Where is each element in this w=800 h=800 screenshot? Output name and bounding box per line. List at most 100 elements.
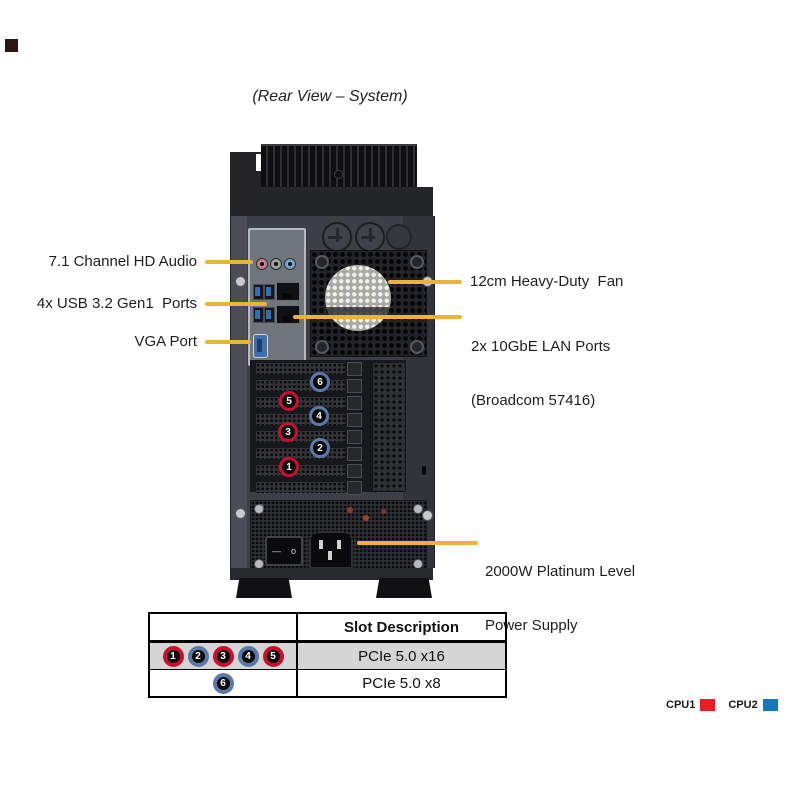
label-lan-line1: 2x 10GbE LAN Ports: [471, 338, 611, 355]
screw-hole-icon: [386, 224, 412, 250]
usb-port-icon: [253, 284, 264, 300]
power-switch[interactable]: — o: [265, 536, 303, 566]
side-vent-strip: [372, 362, 406, 492]
table-description-x16: PCIe 5.0 x16: [358, 647, 445, 665]
lan-port-icon: [276, 282, 300, 301]
slot-latch-icon: [347, 447, 362, 461]
slot-cover-icon: [256, 363, 345, 374]
label-lan-line2: (Broadcom 57416): [471, 392, 596, 409]
label-psu-line2: Power Supply: [485, 617, 578, 634]
slot-marker-3: 3: [278, 422, 298, 442]
usb-port-icon: [264, 284, 275, 300]
label-fan: 12cm Heavy-Duty Fan: [470, 273, 624, 290]
leader-line-usb: [205, 302, 267, 306]
table-slot-markers-cell: 6: [150, 670, 298, 696]
slot-cover-icon: [256, 482, 345, 493]
psu-red-dot: [347, 507, 353, 513]
leader-line-vga: [205, 340, 251, 344]
label-usb: 4x USB 3.2 Gen1 Ports: [36, 295, 197, 312]
slot-latch-icon: [347, 481, 362, 495]
inlet-prong: [337, 540, 341, 549]
thumbscrew-icon: [355, 222, 385, 252]
screw-icon: [315, 340, 329, 354]
table-description-x8: PCIe 5.0 x8: [362, 674, 441, 692]
corner-mark: [5, 39, 18, 52]
switch-on-glyph: o: [290, 546, 296, 556]
screw-icon: [315, 255, 329, 269]
legend-cpu1-swatch: [700, 699, 716, 711]
screw-icon: [410, 255, 424, 269]
label-audio: 7.1 Channel HD Audio: [48, 253, 197, 270]
table-marker-1: 1: [162, 645, 184, 667]
screw-icon: [334, 170, 343, 179]
screw-icon: [422, 510, 433, 521]
slot-cover-icon: [256, 448, 345, 459]
label-psu: 2000W Platinum Level Power Supply: [485, 527, 635, 671]
table-header-slots-cell: [150, 614, 298, 640]
screw-icon: [413, 504, 423, 514]
table-header-row: Slot Description: [150, 614, 505, 643]
top-vent-fins: [261, 144, 417, 187]
legend-cpu2-label: CPU2: [728, 699, 758, 711]
slot-latch-icon: [347, 379, 362, 393]
slot-cover-icon: [256, 431, 345, 442]
legend-cpu2-swatch: [762, 699, 778, 711]
slot-latch-icon: [347, 396, 362, 410]
audio-jack-blue-icon: [284, 258, 296, 270]
chassis-recess-band: [261, 187, 433, 218]
leader-line-psu: [357, 541, 478, 545]
leader-line-fan: [388, 280, 462, 284]
diagram-title: (Rear View – System): [252, 88, 408, 105]
table-marker-4: 4: [237, 645, 259, 667]
slot-cover-icon: [256, 414, 345, 425]
chassis-foot: [236, 578, 292, 598]
power-inlet-c20[interactable]: [309, 531, 353, 569]
screw-icon: [410, 340, 424, 354]
label-lan: 2x 10GbE LAN Ports (Broadcom 57416): [471, 302, 610, 446]
audio-jack-green-icon: [270, 258, 282, 270]
fan-hub-icon: [325, 265, 391, 331]
inlet-prong: [328, 551, 332, 560]
fan-hub-label-band: [325, 307, 391, 318]
screw-icon: [235, 508, 246, 519]
inlet-prong: [319, 540, 323, 549]
slot-marker-2: 2: [310, 438, 330, 458]
slot-marker-1: 1: [279, 457, 299, 477]
psu-red-dot: [363, 515, 369, 521]
slot-latch-icon: [347, 362, 362, 376]
slot-latch-icon: [347, 430, 362, 444]
table-header-description-cell: Slot Description: [343, 618, 459, 636]
cpu-legend: CPU1 CPU2: [666, 699, 778, 711]
screw-icon: [254, 504, 264, 514]
legend-cpu1-label: CPU1: [666, 699, 696, 711]
slot-marker-5: 5: [279, 391, 299, 411]
table-marker-3: 3: [212, 645, 234, 667]
slot-description-table: Slot Description 1 2 3 4 5 PCIe 5.0 x16 …: [148, 612, 507, 698]
label-vga: VGA Port: [134, 333, 197, 350]
chassis-foot: [376, 578, 432, 598]
lan-port-icon: [276, 305, 300, 324]
thumbscrew-icon: [322, 222, 352, 252]
table-marker-6: 6: [212, 672, 234, 694]
screw-icon: [235, 276, 246, 287]
rear-io-panel: [248, 228, 306, 366]
table-marker-5: 5: [262, 645, 284, 667]
slot-cover-icon: [256, 380, 345, 391]
lock-slot-icon: [422, 466, 426, 475]
slot-latch-icon: [347, 464, 362, 478]
psu-red-dot: [381, 509, 386, 514]
vga-port-icon: [253, 334, 268, 358]
slot-cover-icon: [256, 397, 345, 408]
rear-fan-grille: [310, 250, 427, 357]
chassis-notch: [256, 154, 264, 171]
power-supply-panel: — o: [250, 500, 427, 572]
chassis-base: [230, 568, 433, 580]
label-psu-line1: 2000W Platinum Level: [485, 563, 636, 580]
slot-marker-6: 6: [310, 372, 330, 392]
table-row-pcie-x16: 1 2 3 4 5 PCIe 5.0 x16: [150, 643, 505, 670]
slot-cover-icon: [256, 465, 345, 476]
audio-jack-pink-icon: [256, 258, 268, 270]
leader-line-audio: [205, 260, 253, 264]
slot-marker-4: 4: [309, 406, 329, 426]
